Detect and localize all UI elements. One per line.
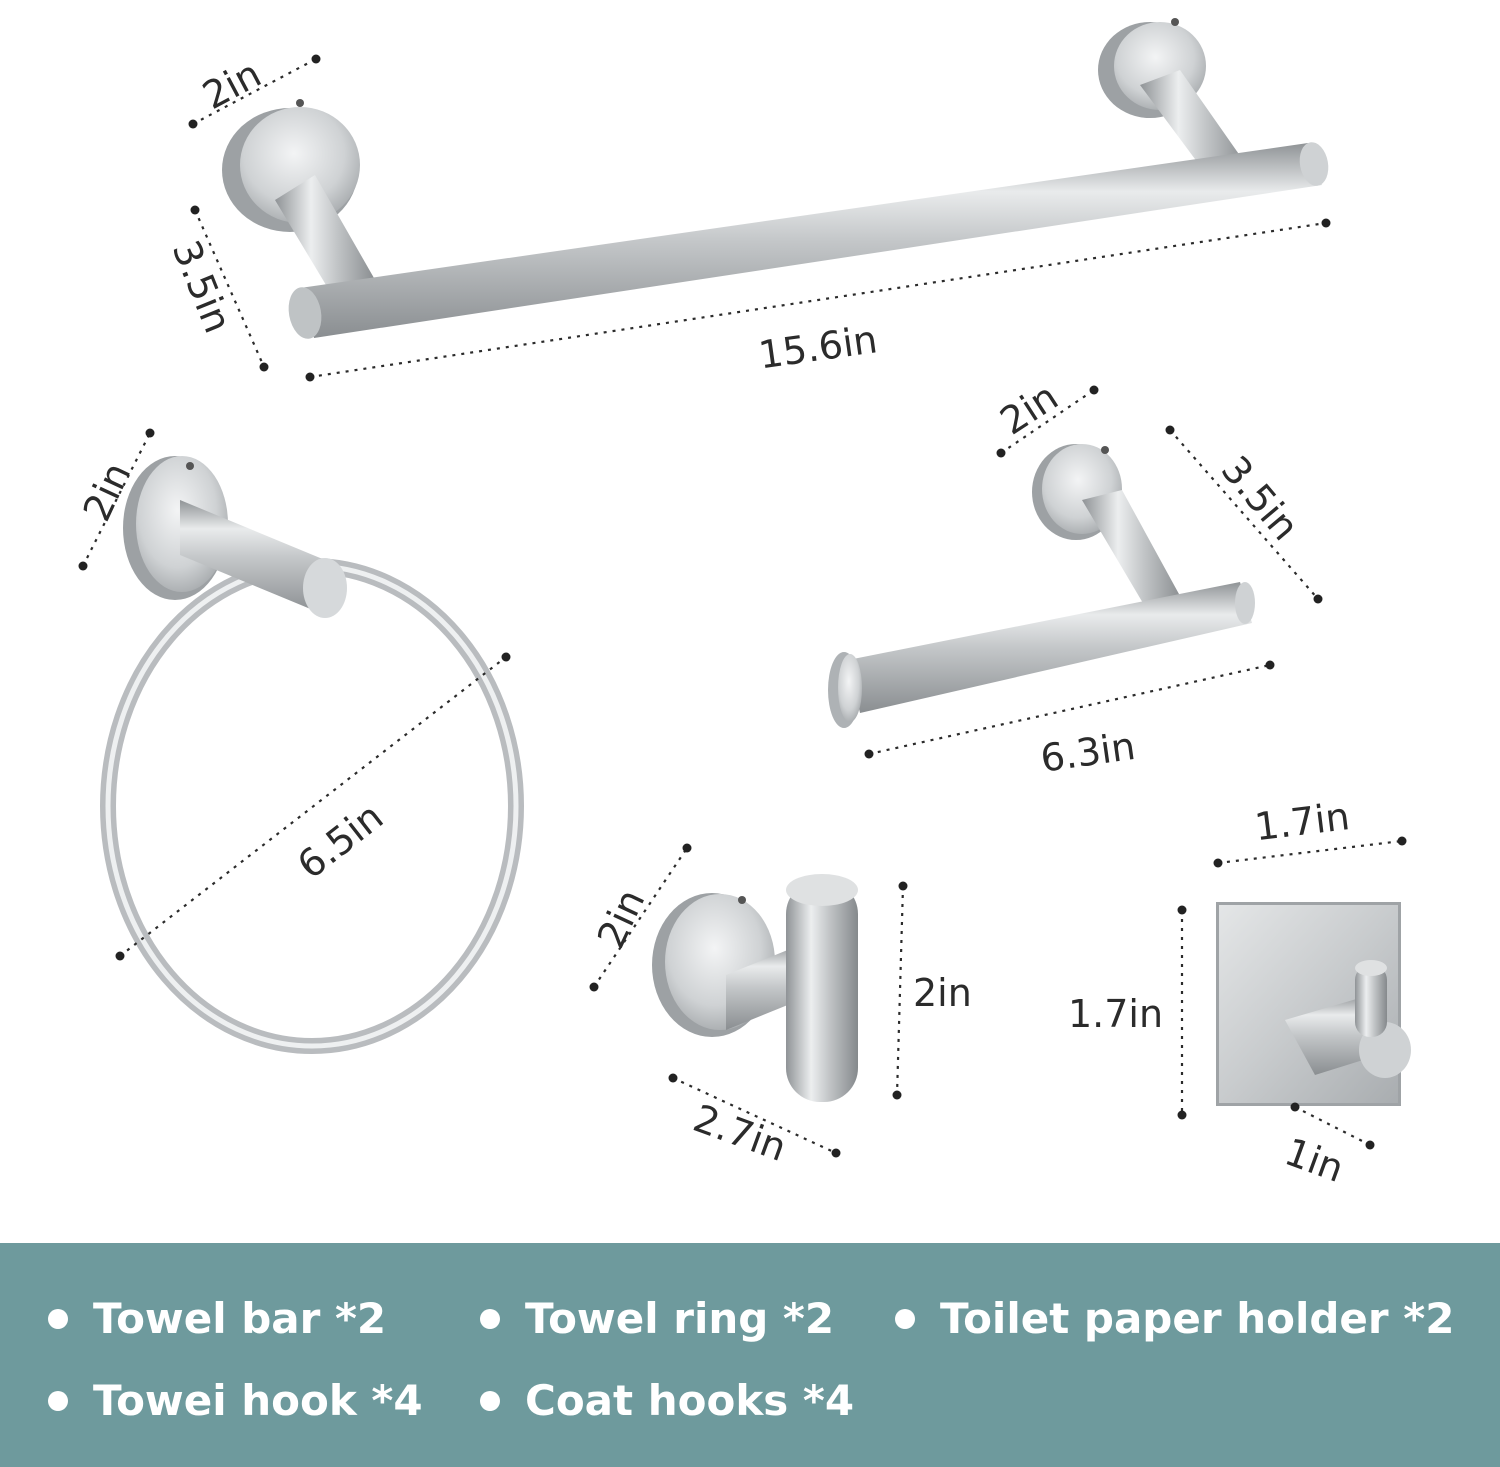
bullet-icon xyxy=(48,1309,68,1329)
robe-hook-height-label: 2in xyxy=(913,971,972,1015)
towel-bar-rod xyxy=(300,143,1322,338)
contents-banner: Towel bar *2 Towel ring *2 Toilet paper … xyxy=(0,1243,1500,1467)
robe-hook-illustration: 2in 2in 2.7in xyxy=(589,843,972,1170)
towel-ring-diameter-label: 6.5in xyxy=(289,794,391,887)
toilet-paper-base-label: 2in xyxy=(992,374,1065,443)
towel-ring-illustration: 2in 6.5in xyxy=(75,428,524,1054)
toilet-paper-holder-rod xyxy=(848,582,1252,713)
item-coat-hooks: Coat hooks *4 xyxy=(525,1376,855,1425)
adhesive-hook-width-label: 1.7in xyxy=(1252,794,1352,849)
toilet-paper-holder-illustration: 2in 3.5in 6.3in xyxy=(828,374,1323,781)
adhesive-hook-height-label: 1.7in xyxy=(1068,992,1163,1036)
adhesive-hook-depth-label: 1in xyxy=(1279,1129,1349,1190)
towel-bar-base-label: 2in xyxy=(196,51,269,117)
bullet-icon xyxy=(480,1309,500,1329)
item-towel-hook: Towei hook *4 xyxy=(93,1376,423,1425)
item-towel-ring: Towel ring *2 xyxy=(525,1294,835,1343)
bullet-icon xyxy=(480,1391,500,1411)
item-towel-bar: Towel bar *2 xyxy=(93,1294,387,1343)
product-illustration: 2in 3.5in 15.6in 2in 6.5in 2in xyxy=(75,18,1411,1191)
bullet-icon xyxy=(48,1391,68,1411)
item-toilet-paper-holder: Toilet paper holder *2 xyxy=(940,1294,1455,1343)
robe-hook-post xyxy=(786,880,858,1102)
adhesive-hook-illustration: 1.7in 1.7in 1in xyxy=(1068,794,1411,1191)
towel-bar-length-label: 15.6in xyxy=(756,317,880,377)
towel-bar-illustration: 2in 3.5in 15.6in xyxy=(164,18,1331,382)
robe-hook-base-label: 2in xyxy=(589,883,654,955)
robe-hook-depth-label: 2.7in xyxy=(688,1096,792,1170)
bullet-icon xyxy=(895,1309,915,1329)
toilet-paper-length-label: 6.3in xyxy=(1038,724,1138,781)
